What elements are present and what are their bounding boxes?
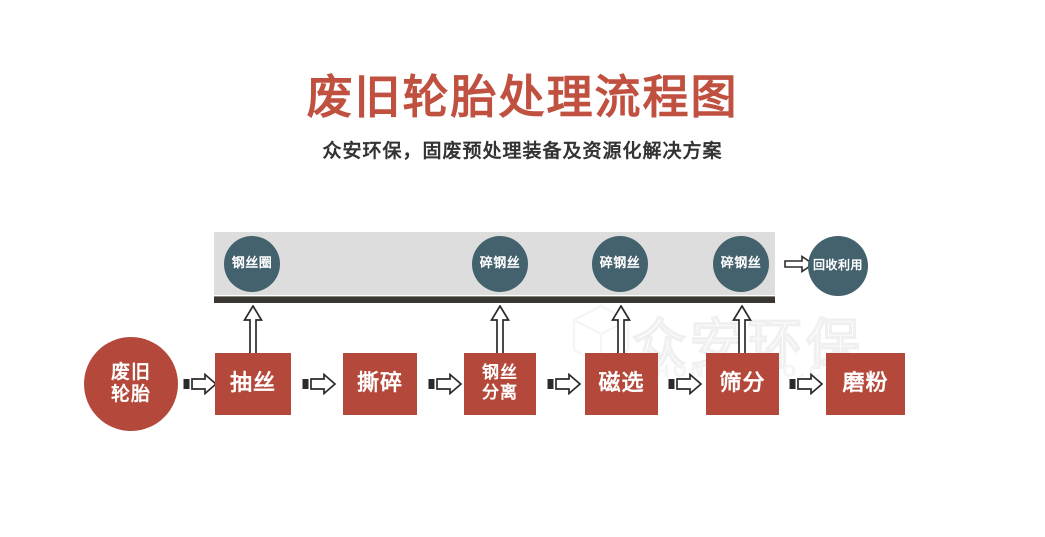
process-box-step-1-label: 抽丝 [229, 371, 276, 397]
right-block-arrow-icon-3 [428, 373, 462, 395]
process-box-step-4-label: 磁选 [598, 371, 645, 397]
output-circle-1-label: 钢丝圈 [231, 255, 273, 271]
up-block-arrow-icon-4 [732, 305, 752, 355]
output-circle-4[interactable]: 碎钢丝 [713, 236, 769, 292]
up-block-arrow-icon-2 [490, 305, 510, 355]
source-node-label-line2: 轮胎 [110, 383, 151, 405]
process-box-step-3[interactable]: 钢丝 分离 [464, 353, 536, 415]
up-block-arrow-icon-1 [243, 305, 263, 355]
process-box-step-3-label-line2: 分离 [482, 383, 518, 403]
page-title: 废旧轮胎处理流程图 [306, 70, 739, 124]
process-box-step-3-label: 钢丝 分离 [482, 364, 518, 403]
source-node-label: 废旧 轮胎 [110, 361, 151, 406]
right-outline-arrow-icon-recycle [784, 255, 814, 273]
right-block-arrow-icon-5 [668, 373, 702, 395]
page-subtitle: 众安环保，固废预处理装备及资源化解决方案 [322, 140, 723, 162]
output-circle-4-label: 碎钢丝 [720, 255, 762, 271]
right-block-arrow-icon-1 [183, 373, 217, 395]
process-box-step-5-label: 筛分 [719, 371, 766, 397]
process-box-step-3-label-line1: 钢丝 [482, 363, 518, 384]
up-block-arrow-icon-3 [611, 305, 631, 355]
output-circle-2[interactable]: 碎钢丝 [472, 236, 528, 292]
source-node-waste-tire[interactable]: 废旧 轮胎 [84, 337, 178, 431]
output-circle-1[interactable]: 钢丝圈 [224, 236, 280, 292]
output-circle-recycle[interactable]: 回收利用 [808, 236, 868, 296]
output-circle-recycle-label: 回收利用 [812, 258, 863, 273]
source-node-label-line1: 废旧 [110, 361, 151, 384]
process-box-step-2-label: 撕碎 [356, 371, 403, 397]
right-block-arrow-icon-6 [789, 373, 823, 395]
process-box-step-4[interactable]: 磁选 [585, 353, 658, 415]
output-circle-3[interactable]: 碎钢丝 [592, 236, 648, 292]
output-circle-3-label: 碎钢丝 [599, 255, 641, 271]
process-box-step-6-label: 磨粉 [842, 371, 889, 397]
process-box-step-2[interactable]: 撕碎 [343, 353, 417, 415]
process-box-step-6[interactable]: 磨粉 [826, 353, 905, 415]
right-block-arrow-icon-4 [547, 373, 581, 395]
right-block-arrow-icon-2 [302, 373, 336, 395]
output-circle-2-label: 碎钢丝 [479, 255, 521, 271]
process-box-step-1[interactable]: 抽丝 [215, 353, 291, 415]
recovery-lane-bar [214, 296, 775, 303]
process-box-step-5[interactable]: 筛分 [706, 353, 779, 415]
